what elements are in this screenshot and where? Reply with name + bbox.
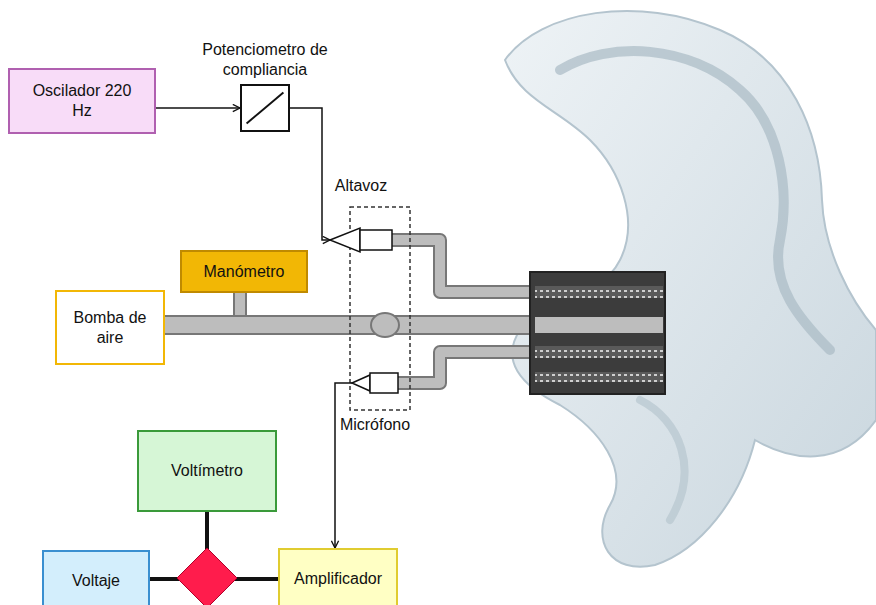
- manometer-box: Manómetro: [180, 250, 308, 293]
- probe-channel: [535, 317, 663, 333]
- amplifier-box: Amplificador: [278, 548, 398, 605]
- ear-outline: [505, 11, 876, 567]
- probe-channel: [535, 286, 663, 298]
- node-label: Amplificador: [294, 569, 382, 589]
- probe: [530, 272, 665, 394]
- connector: [156, 107, 240, 109]
- tubes: [165, 240, 530, 383]
- mic-body: [370, 373, 398, 393]
- compliance-potentiometer: Potenciometro de compliancia: [240, 84, 290, 132]
- node-label: Voltímetro: [171, 461, 243, 481]
- air-pump-box: Bomba de aire: [55, 290, 165, 365]
- junction-diamond: [177, 548, 237, 605]
- oscillator-box: Oscilador 220 Hz: [8, 68, 156, 134]
- probe-channel: [535, 372, 663, 382]
- node-label: Voltaje: [72, 571, 120, 591]
- connector: [290, 108, 330, 240]
- node-label: Micrófono: [340, 415, 410, 435]
- speaker-symbol: [330, 222, 392, 258]
- voltmeter-box: Voltímetro: [137, 430, 277, 512]
- node-label: Potenciometro de compliancia: [195, 40, 335, 80]
- speaker-cone: [330, 228, 360, 252]
- mic-symbol: [352, 368, 398, 398]
- connector: [150, 577, 278, 581]
- connector: [335, 383, 352, 548]
- voltage-box: Voltaje: [42, 550, 150, 605]
- pot-symbol: [242, 86, 288, 130]
- speaker-body: [360, 230, 392, 250]
- node-label: Manómetro: [204, 262, 285, 282]
- node-label: Altavoz: [335, 176, 387, 196]
- probe-channel: [535, 346, 663, 358]
- ear-lobe-fold: [640, 400, 684, 520]
- node-label: Bomba de aire: [65, 308, 155, 348]
- microphone: Micrófono: [352, 368, 398, 398]
- tube-valve: [371, 313, 399, 337]
- connector: [207, 512, 278, 579]
- wiper-line: [247, 93, 284, 124]
- mic-cone: [352, 375, 370, 391]
- speaker: Altavoz: [330, 222, 392, 258]
- node-label: Oscilador 220 Hz: [32, 81, 132, 121]
